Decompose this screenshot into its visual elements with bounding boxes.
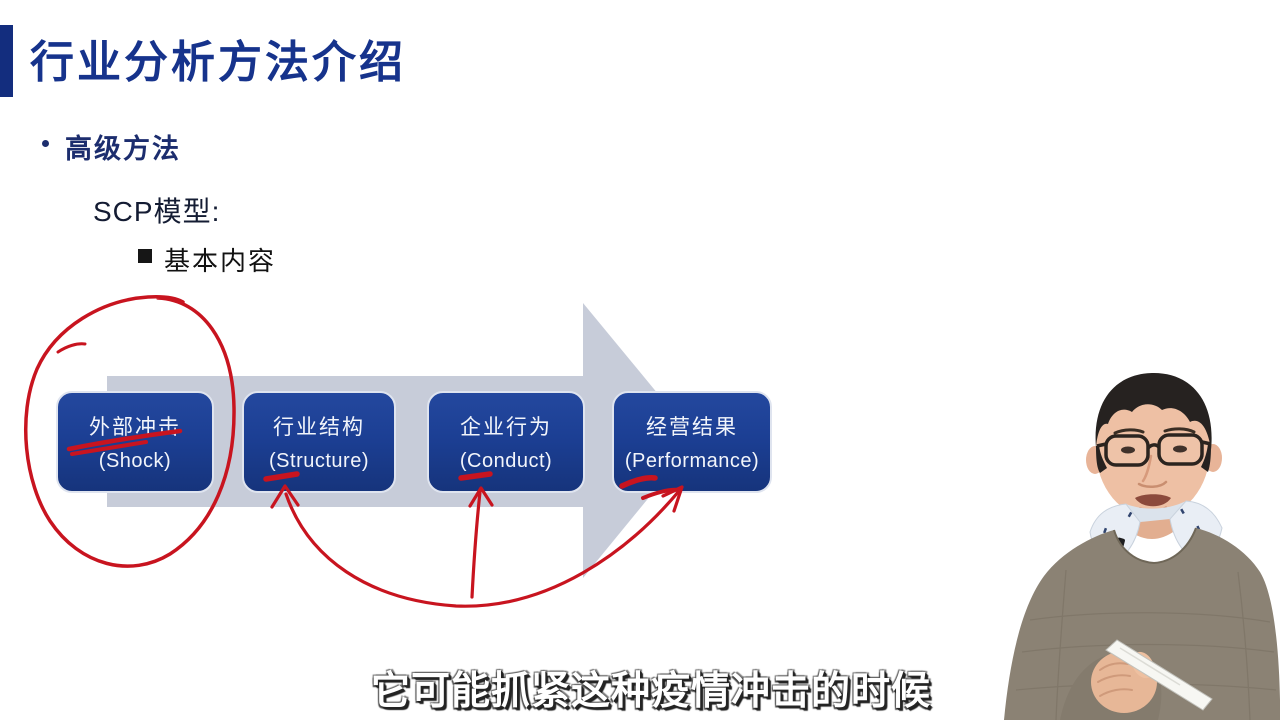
flow-box-structure-en: (Structure) — [269, 450, 369, 472]
presenter-mouth — [1135, 494, 1171, 507]
title-accent-bar — [0, 25, 13, 97]
flow-box-performance-zh: 经营结果 — [646, 416, 738, 439]
sweater-neckline — [1113, 527, 1197, 565]
flow-box-performance: 经营结果 (Performance) — [612, 391, 772, 493]
presenter-face — [1096, 382, 1210, 518]
sweater-texture — [1015, 569, 1277, 720]
presenter-eye-left — [1121, 446, 1135, 454]
presenter-sideburn-right — [1201, 444, 1211, 472]
presenter-photo — [1004, 372, 1280, 720]
ink-line-conduct — [470, 490, 482, 599]
bullet-basic-content: 基本内容 — [138, 241, 276, 278]
presenter-shirt — [1126, 501, 1186, 522]
presenter-nose-base — [1137, 480, 1168, 488]
presenter-hair — [1095, 372, 1212, 450]
flow-box-structure: 行业结构 (Structure) — [242, 391, 396, 493]
flow-box-shock: 外部冲击 (Shock) — [56, 391, 214, 493]
presenter-nose — [1141, 454, 1153, 483]
ink-tick-mark — [56, 342, 87, 354]
bullet-advanced-methods: 高级方法 — [42, 127, 181, 166]
presenter-sideburn-left — [1096, 445, 1107, 473]
flow-box-conduct-zh: 企业行为 — [460, 416, 552, 439]
slide-title: 行业分析方法介绍 — [30, 38, 406, 87]
flow-box-conduct-en: (Conduct) — [459, 450, 553, 472]
presenter-sweater — [1004, 528, 1280, 720]
square-bullet-icon — [138, 249, 152, 263]
scp-model-heading: SCP模型: — [93, 196, 221, 227]
flow-box-structure-zh: 行业结构 — [273, 416, 365, 439]
subtitle-caption: 它可能抓紧这种疫情冲击的时候 — [370, 670, 932, 713]
presenter-glasses — [1096, 433, 1212, 467]
flow-box-shock-en: (Shock) — [98, 450, 172, 472]
flow-box-shock-zh: 外部冲击 — [89, 416, 181, 439]
pen-highlight — [1119, 647, 1181, 686]
finger-creases — [1097, 662, 1133, 697]
presenter-eye-right — [1173, 445, 1187, 453]
bullet-dot-icon — [42, 140, 49, 147]
flow-box-conduct: 企业行为 (Conduct) — [427, 391, 585, 493]
flow-box-performance-en: (Performance) — [624, 450, 760, 472]
pen — [1105, 639, 1213, 711]
bullet-basic-content-label: 基本内容 — [164, 246, 277, 276]
bullet-advanced-methods-label: 高级方法 — [65, 134, 181, 164]
ink-u-curve — [284, 489, 681, 608]
presenter-eyebrows — [1113, 427, 1196, 435]
